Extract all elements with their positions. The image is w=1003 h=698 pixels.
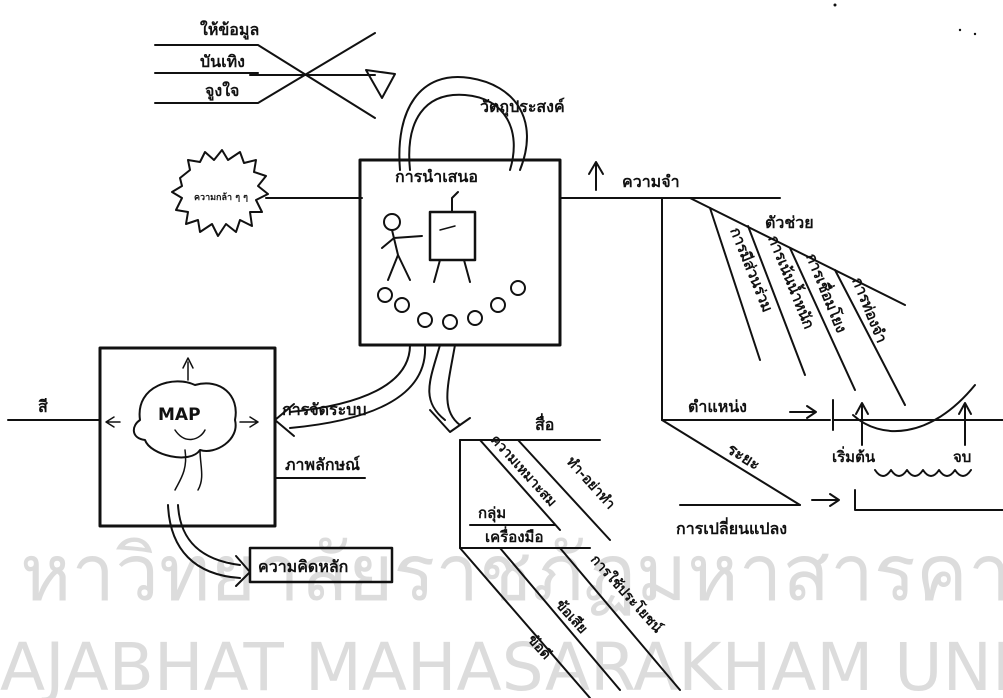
- creativity-burst: ความกล้า ๆ ๆ: [172, 150, 362, 236]
- memory-distance: ระยะ: [724, 439, 764, 474]
- media-dos-donts: ทำ-อย่าทำ: [563, 454, 618, 513]
- memory-title: ความจำ: [622, 172, 680, 191]
- audience-icon: [378, 281, 525, 329]
- map-main-idea: ความคิดหลัก: [258, 557, 348, 576]
- watermark-english: AJABHAT MAHASARAKHAM UNIVERSITY: [0, 629, 1003, 698]
- presentation-title: การนำเสนอ: [395, 167, 478, 186]
- easel-icon: [430, 192, 475, 282]
- presenter-figure-icon: [382, 214, 422, 280]
- map-label: MAP: [158, 405, 201, 425]
- objective-branch: ให้ข้อมูล บันเทิง จูงใจ วัตถุประสงค์: [155, 20, 565, 170]
- memory-position: ตำแหน่ง: [688, 397, 747, 416]
- memory-helper: ตัวช่วย: [765, 213, 814, 232]
- memory-end: จบ: [953, 448, 971, 466]
- speck-mark: [834, 4, 837, 7]
- media-tools: เครื่องมือ: [485, 526, 543, 546]
- memory-branch: ความจำ ตัวช่วย การมีส่วนร่วม การเน้นน้ำห…: [560, 162, 1003, 538]
- objective-item-entertain: บันเทิง: [200, 52, 245, 71]
- creativity-label: ความกล้า ๆ ๆ: [194, 192, 248, 203]
- objective-item-persuade: จูงใจ: [205, 81, 239, 102]
- speck-mark: [974, 33, 976, 35]
- objective-title: วัตถุประสงค์: [480, 97, 565, 117]
- media-title: สื่อ: [535, 413, 555, 434]
- brain-icon: MAP: [106, 358, 258, 490]
- memory-start: เริ่มต้น: [832, 446, 876, 466]
- media-group: กลุ่ม: [478, 504, 506, 523]
- map-symbol: ภาพลักษณ์: [285, 455, 360, 474]
- objective-item-inform: ให้ข้อมูล: [200, 20, 259, 41]
- map-color: สี: [38, 397, 48, 416]
- map-organize: การจัดระบบ: [282, 400, 367, 419]
- media-suitability: ความเหมาะสม: [487, 432, 560, 510]
- speck-mark: [959, 29, 961, 31]
- memory-change: การเปลี่ยนแปลง: [676, 517, 787, 538]
- presentation-box: การนำเสนอ: [360, 160, 560, 345]
